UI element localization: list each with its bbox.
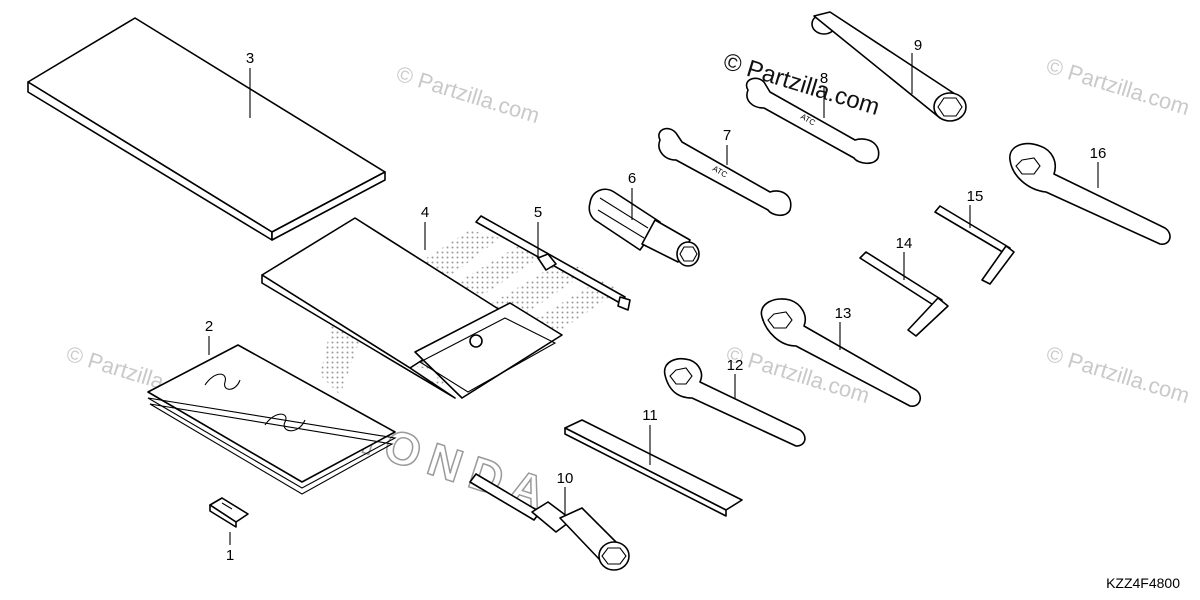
part-4-tool-bag[interactable] <box>261 217 563 399</box>
callout-4[interactable]: 4 <box>421 204 429 221</box>
part-15-hex-key[interactable] <box>934 205 1015 285</box>
part-1-clip[interactable] <box>209 497 249 528</box>
part-13-ring-wrench[interactable] <box>760 298 922 407</box>
watermark: © Partzilla.com <box>1044 341 1193 408</box>
watermark: © Partzilla.com <box>394 61 543 128</box>
diagram-code: KZZ4F4800 <box>1106 575 1180 591</box>
part-3-owners-manual[interactable] <box>27 17 386 241</box>
part-6-screwdriver-handle[interactable] <box>588 188 700 267</box>
part-9-box-wrench[interactable] <box>811 11 967 122</box>
callout-8[interactable]: 8 <box>820 70 828 87</box>
callout-3[interactable]: 3 <box>246 50 254 67</box>
callout-13[interactable]: 13 <box>835 305 852 322</box>
part-14-hex-key[interactable] <box>859 251 949 337</box>
part-16-ring-wrench[interactable] <box>1009 142 1171 245</box>
watermark: © Partzilla.com <box>1044 53 1193 120</box>
part-10-spark-plug-wrench[interactable] <box>469 473 630 571</box>
part-5-screwdriver-bit[interactable] <box>475 215 631 311</box>
callout-6[interactable]: 6 <box>628 170 636 187</box>
part-12-ring-wrench[interactable] <box>663 358 806 447</box>
callout-14[interactable]: 14 <box>896 235 913 252</box>
callout-2[interactable]: 2 <box>205 318 213 335</box>
part-7-wrench[interactable]: ATC <box>658 127 792 217</box>
part-2-document-bag[interactable] <box>147 344 397 495</box>
callout-15[interactable]: 15 <box>967 188 984 205</box>
leader-lines <box>208 53 1099 545</box>
callouts: 1 2 3 4 5 6 7 8 9 10 11 12 13 14 15 16 <box>205 37 1107 564</box>
callout-10[interactable]: 10 <box>557 470 574 487</box>
callout-7[interactable]: 7 <box>723 127 731 144</box>
part-8-wrench[interactable]: ATC <box>745 77 880 165</box>
callout-1[interactable]: 1 <box>226 547 234 564</box>
callout-16[interactable]: 16 <box>1090 145 1107 162</box>
callout-9[interactable]: 9 <box>914 37 922 54</box>
callout-12[interactable]: 12 <box>727 357 744 374</box>
callout-5[interactable]: 5 <box>534 204 542 221</box>
callout-11[interactable]: 11 <box>642 407 658 424</box>
part-11-handle-bar[interactable] <box>564 419 743 517</box>
